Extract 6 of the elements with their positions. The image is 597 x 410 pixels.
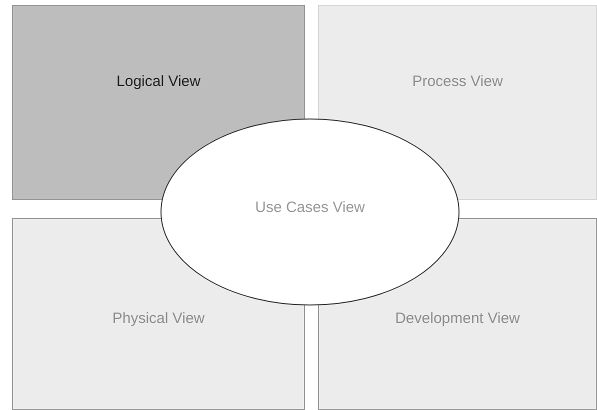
view-label: Physical View xyxy=(112,308,205,329)
view-label: Use Cases View xyxy=(255,198,365,218)
view-label: Development View xyxy=(395,308,520,329)
ellipse-overlay xyxy=(160,118,460,306)
view-label: Logical View xyxy=(116,72,200,92)
view-label: Process View xyxy=(412,72,503,92)
